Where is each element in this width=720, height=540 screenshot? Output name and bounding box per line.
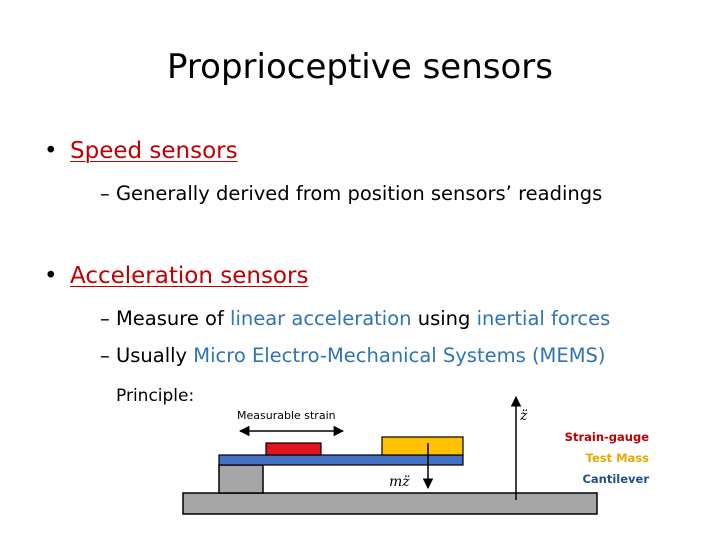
force-label: mz̈ (389, 474, 410, 490)
slide-title: Proprioceptive sensors (167, 47, 553, 87)
sub-text-highlight: linear acceleration (230, 307, 412, 330)
sub-text: – Usually (100, 344, 194, 367)
sub-text: – Measure of (100, 307, 231, 330)
strain-label: Measurable strain (237, 409, 336, 422)
bullet-dot: • (44, 263, 58, 289)
sub-bullet-speed-1: – Generally derived from position sensor… (100, 180, 602, 208)
sub-bullet-acceleration-2: – Usually Micro Electro-Mechanical Syste… (100, 342, 606, 370)
strain-gauge (265, 442, 322, 456)
axis-label: z̈ (519, 408, 528, 424)
sub-bullet-acceleration-1: – Measure of linear acceleration using i… (100, 305, 610, 333)
bullet-speed-sensors: • Speed sensors (44, 136, 238, 166)
cantilever-beam (218, 454, 464, 466)
sub-text-highlight: Micro Electro-Mechanical Systems (MEMS) (193, 344, 606, 367)
support-block (218, 464, 264, 494)
bullet-acceleration-sensors: • Acceleration sensors (44, 261, 308, 291)
principle-label: Principle: (116, 386, 195, 406)
legend-cantilever: Cantilever (582, 472, 649, 486)
test-mass (381, 436, 464, 456)
bullet-label-acceleration: Acceleration sensors (70, 263, 309, 289)
base-plate (182, 492, 598, 515)
sub-text-highlight: inertial forces (476, 307, 611, 330)
bullet-label-speed: Speed sensors (70, 138, 238, 164)
legend-test-mass: Test Mass (585, 451, 649, 465)
sub-text: – Generally derived from position sensor… (100, 182, 603, 205)
bullet-dot: • (44, 138, 58, 164)
sub-text: using (411, 307, 477, 330)
legend-strain-gauge: Strain-gauge (564, 430, 649, 444)
